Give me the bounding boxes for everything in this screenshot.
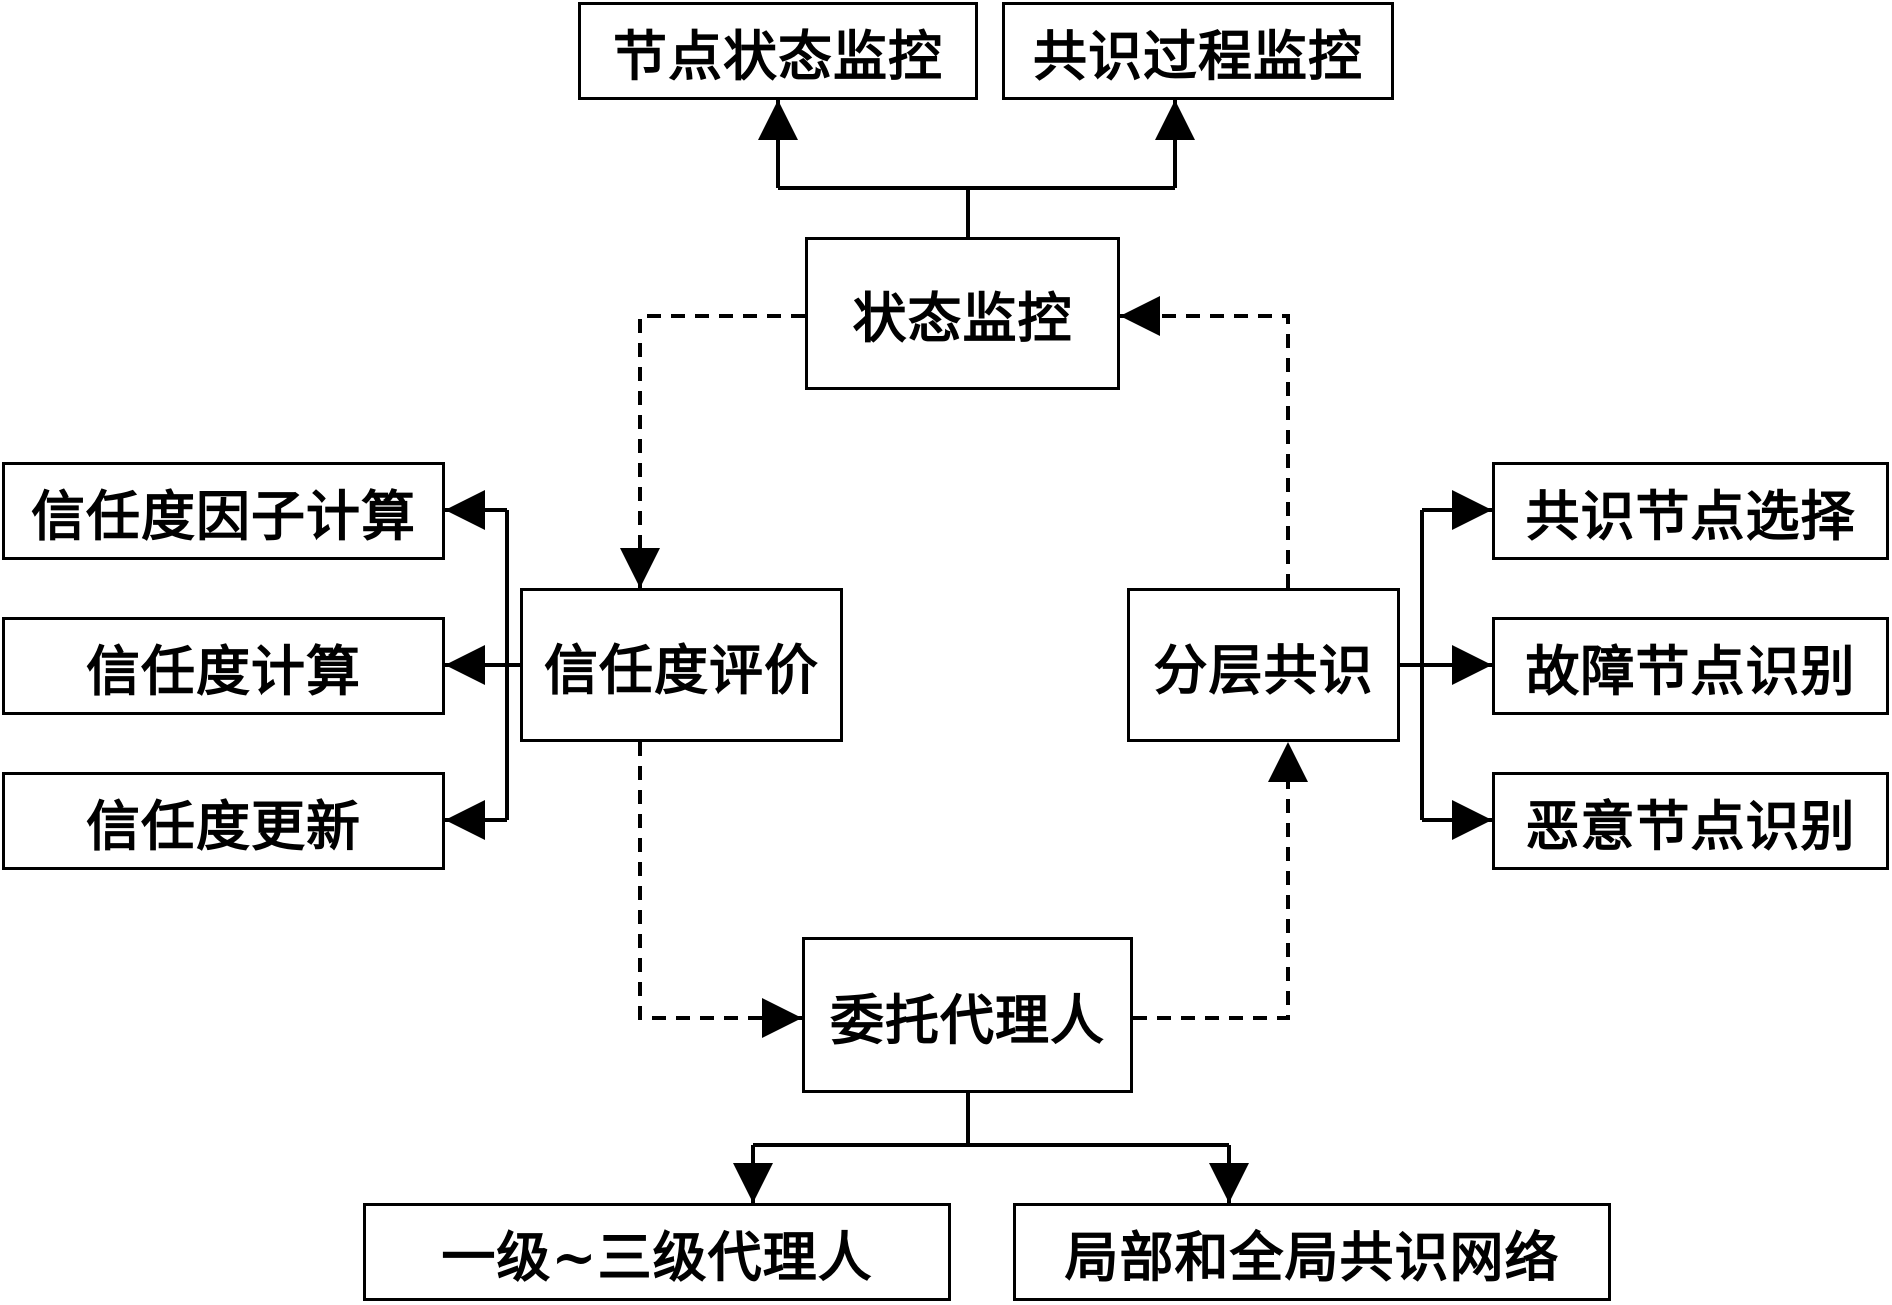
node-label: 共识节点选择: [1525, 483, 1856, 548]
node-label: 信任度计算: [86, 638, 361, 703]
node-trust-factor-calc: 信任度因子计算: [2, 462, 445, 560]
solid-status-tree: [758, 100, 1195, 237]
solid-proxy-tree: [733, 1093, 1249, 1203]
node-label: 恶意节点识别: [1525, 793, 1856, 858]
node-hierarchical-consensus: 分层共识: [1127, 588, 1400, 742]
node-delegate-proxy: 委托代理人: [802, 937, 1133, 1093]
node-consensus-node-selection: 共识节点选择: [1492, 462, 1889, 560]
node-label: 故障节点识别: [1525, 638, 1856, 703]
dashed-cycle: [620, 296, 1308, 1038]
node-label: 信任度评价: [544, 637, 819, 702]
solid-trust-tree: [445, 490, 520, 840]
node-faulty-node-identification: 故障节点识别: [1492, 617, 1889, 715]
node-label: 信任度因子计算: [31, 483, 416, 548]
node-trust-evaluation: 信任度评价: [520, 588, 843, 742]
node-malicious-node-identification: 恶意节点识别: [1492, 772, 1889, 870]
node-label: 局部和全局共识网络: [1064, 1224, 1560, 1289]
node-consensus-process-monitor: 共识过程监控: [1002, 2, 1394, 100]
node-label: 信任度更新: [86, 793, 361, 858]
node-local-global-network: 局部和全局共识网络: [1013, 1203, 1611, 1301]
node-label: 委托代理人: [830, 987, 1105, 1052]
node-label: 分层共识: [1153, 637, 1374, 702]
solid-consensus-tree: [1400, 490, 1492, 840]
node-level-1-3-proxy: 一级~三级代理人: [363, 1203, 951, 1301]
node-node-status-monitor: 节点状态监控: [578, 2, 978, 100]
node-trust-calc: 信任度计算: [2, 617, 445, 715]
node-label: 状态监控: [852, 286, 1073, 350]
node-trust-update: 信任度更新: [2, 772, 445, 870]
node-label: 节点状态监控: [613, 23, 943, 88]
node-label: 一级~三级代理人: [441, 1224, 873, 1289]
node-status-monitor: 状态监控: [805, 237, 1120, 390]
node-label: 共识过程监控: [1033, 23, 1363, 88]
